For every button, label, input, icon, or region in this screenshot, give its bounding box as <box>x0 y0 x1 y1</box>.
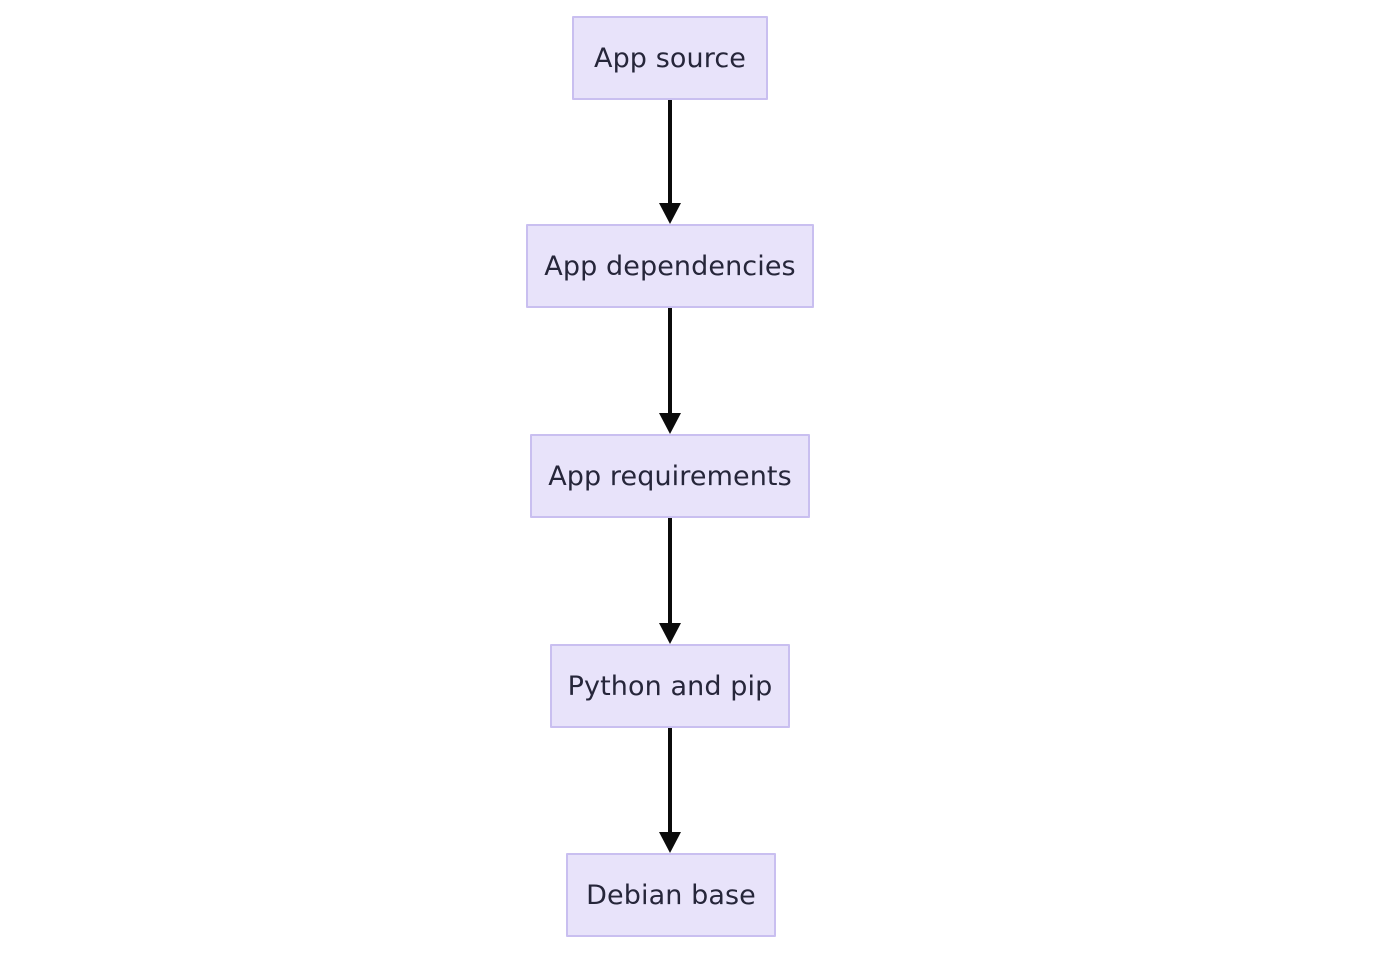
node-label: Python and pip <box>567 670 773 702</box>
edge-line <box>668 518 672 623</box>
node-label: App requirements <box>548 460 792 492</box>
node-app-source[interactable]: App source <box>572 16 768 100</box>
arrowhead-down-icon <box>659 413 681 434</box>
edge-line <box>668 308 672 413</box>
node-app-dependencies[interactable]: App dependencies <box>526 224 814 308</box>
node-label: App source <box>594 42 746 74</box>
node-python-and-pip[interactable]: Python and pip <box>550 644 790 728</box>
arrowhead-down-icon <box>659 203 681 224</box>
edge-line <box>668 100 672 204</box>
arrowhead-down-icon <box>659 623 681 644</box>
node-app-requirements[interactable]: App requirements <box>530 434 810 518</box>
node-label: Debian base <box>586 879 756 911</box>
arrowhead-down-icon <box>659 832 681 853</box>
node-debian-base[interactable]: Debian base <box>566 853 776 937</box>
edge-line <box>668 727 672 832</box>
node-label: App dependencies <box>544 250 796 282</box>
